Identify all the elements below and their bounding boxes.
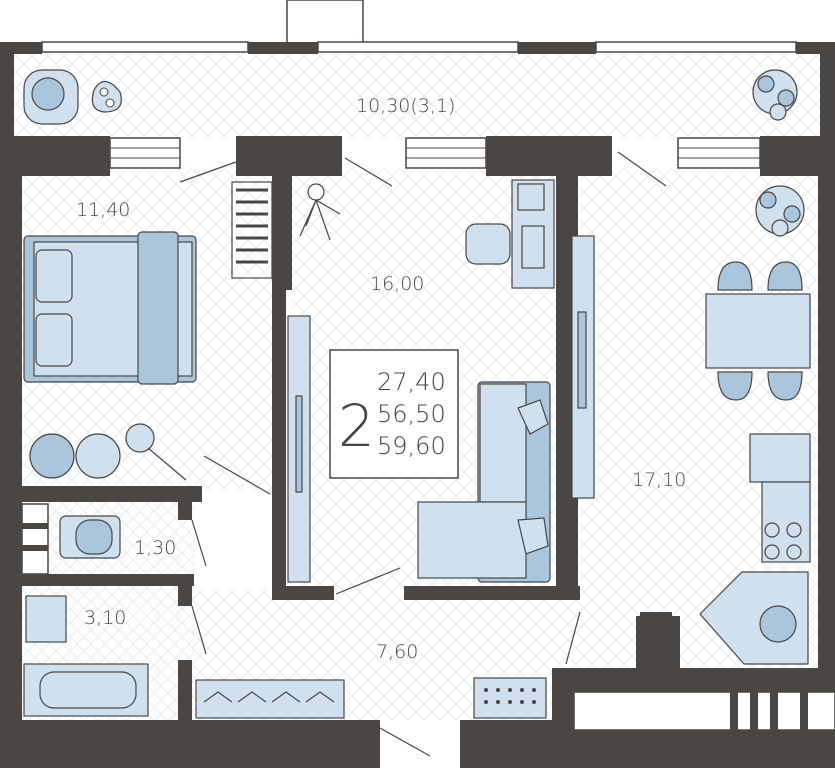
bathroom-fixtures xyxy=(23,515,149,717)
walls xyxy=(0,42,835,768)
living-furniture xyxy=(287,179,595,583)
windows xyxy=(21,41,797,575)
bedroom-area-label: 11,40 xyxy=(76,199,130,221)
kitchen-furniture xyxy=(699,185,811,665)
armchair-icon xyxy=(29,433,121,479)
plant-icon xyxy=(755,185,805,237)
balcony-vent xyxy=(286,0,364,45)
hall-furniture xyxy=(195,677,547,719)
bathroom-area-label: 3,10 xyxy=(84,607,126,629)
total-area-with-balcony: 59,60 xyxy=(377,432,446,460)
kitchen-area-label: 17,10 xyxy=(632,469,686,491)
total-area: 56,50 xyxy=(377,400,446,428)
bedroom-furniture xyxy=(23,181,273,481)
living-area: 27,40 xyxy=(377,368,446,396)
balcony-area-label: 10,30(3,1) xyxy=(356,95,455,117)
summary-box xyxy=(329,349,459,479)
rooms-count: 2 xyxy=(338,392,375,460)
plant-icon xyxy=(752,69,798,121)
balcony-furniture xyxy=(23,69,798,125)
ceiling-lamp-icon xyxy=(299,183,341,241)
bottom-right-shaft xyxy=(573,612,835,731)
living-room-area-label: 16,00 xyxy=(370,273,424,295)
lamp-icon xyxy=(125,423,187,481)
hall-area-label: 7,60 xyxy=(376,641,418,663)
toilet-area-label: 1,30 xyxy=(134,537,176,559)
doors xyxy=(179,151,667,757)
